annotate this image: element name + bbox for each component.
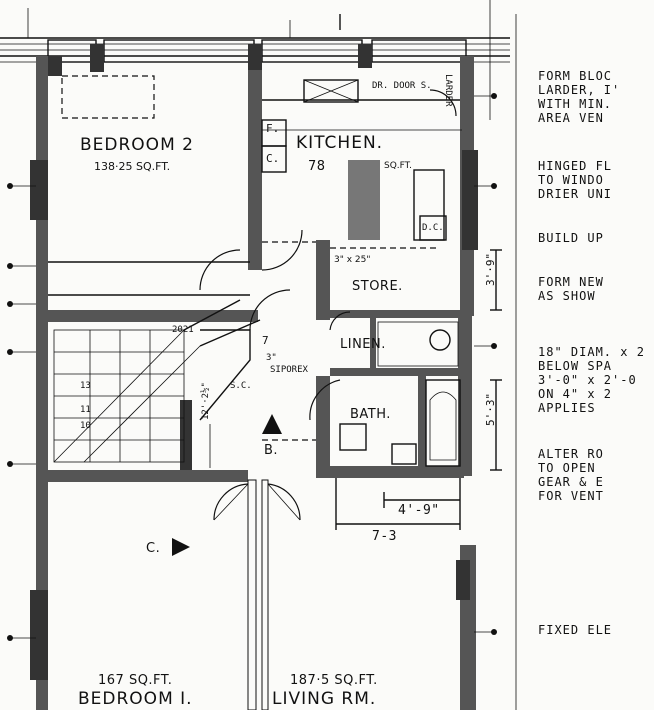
f-label: F. bbox=[266, 122, 279, 135]
step-7: 7 bbox=[262, 334, 269, 347]
step-10: 10 bbox=[80, 421, 91, 431]
step-21: 2021 bbox=[172, 325, 194, 335]
note-line: BUILD UP bbox=[538, 231, 604, 245]
section-c-label: C. bbox=[146, 541, 160, 556]
dim-3-9-label: 3'·9" bbox=[484, 253, 497, 286]
step-13: 13 bbox=[80, 381, 91, 391]
room-labels: BEDROOM 2 138·25 SQ.FT. KITCHEN. 78 SQ.F… bbox=[78, 133, 412, 709]
living-name: LIVING RM. bbox=[272, 689, 376, 709]
store-size: 3" x 25" bbox=[334, 255, 371, 265]
linen-name: LINEN. bbox=[340, 337, 386, 352]
bedroom1-name: BEDROOM I. bbox=[78, 689, 193, 709]
notes-column: FORM BLOC LARDER, I' WITH MIN. AREA VEN … bbox=[538, 69, 645, 637]
note-line: ON 4" x 2 bbox=[538, 387, 612, 401]
c-small-label: C. bbox=[266, 152, 279, 165]
note-line: WITH MIN. bbox=[538, 97, 612, 111]
sc-label: S.C. bbox=[230, 381, 252, 391]
staircase bbox=[53, 299, 261, 463]
note-line: FORM NEW bbox=[538, 275, 604, 289]
exterior-walls bbox=[30, 44, 478, 710]
note-line: 18" DIAM. x 2 bbox=[538, 345, 645, 359]
note-line: TO WINDO bbox=[538, 173, 604, 187]
note-line: GEAR & E bbox=[538, 475, 604, 489]
note-line: 3'-0" x 2'-0 bbox=[538, 373, 637, 387]
section-b-marker bbox=[262, 414, 282, 434]
store-name: STORE. bbox=[352, 279, 403, 294]
siporex-label: SIPOREX bbox=[270, 365, 309, 375]
note-line: HINGED FL bbox=[538, 159, 612, 173]
bath-name: BATH. bbox=[350, 407, 391, 422]
dim-7-3-label: 7-3 bbox=[372, 529, 397, 544]
dim-4-9-label: 4'-9" bbox=[398, 503, 440, 518]
note-line: LARDER, I' bbox=[538, 83, 620, 97]
bedroom2-name: BEDROOM 2 bbox=[80, 135, 194, 155]
kitchen-fittings bbox=[261, 79, 457, 241]
dim-5-3-label: 5'·3" bbox=[484, 393, 497, 426]
larder-label: LARDER bbox=[443, 74, 453, 107]
interior-walls bbox=[48, 70, 464, 710]
note-line: ALTER RO bbox=[538, 447, 604, 461]
note-line: AS SHOW bbox=[538, 289, 596, 303]
three-inch-label: 3" bbox=[266, 353, 277, 363]
bath-fittings bbox=[339, 321, 461, 467]
dc-label: D.C. bbox=[422, 223, 444, 233]
annotations: F. C. D.C. DR. DOOR S. LARDER SIPOREX S.… bbox=[80, 74, 497, 556]
leader-dots bbox=[7, 93, 497, 641]
kitchen-name: KITCHEN. bbox=[296, 133, 383, 153]
section-markers bbox=[172, 414, 282, 556]
step-11: 11 bbox=[80, 405, 91, 415]
bedroom2-area: 138·25 SQ.FT. bbox=[94, 160, 170, 173]
dimension-lines bbox=[209, 249, 502, 530]
living-area: 187·5 SQ.FT. bbox=[290, 673, 378, 688]
note-line: DRIER UNI bbox=[538, 187, 612, 201]
dashed-outlines bbox=[61, 75, 440, 441]
note-line: FOR VENT bbox=[538, 489, 604, 503]
dr-door-label: DR. DOOR S. bbox=[372, 81, 432, 91]
dim-12-label: 12'·2½" bbox=[200, 382, 211, 420]
note-line: BELOW SPA bbox=[538, 359, 612, 373]
note-line: FORM BLOC bbox=[538, 69, 612, 83]
section-c-marker bbox=[172, 538, 190, 556]
note-line: TO OPEN bbox=[538, 461, 596, 475]
door-swings bbox=[199, 229, 351, 521]
note-line: APPLIES bbox=[538, 401, 596, 415]
note-line: AREA VEN bbox=[538, 111, 604, 125]
section-b-label: B. bbox=[264, 443, 278, 458]
note-line: FIXED ELE bbox=[538, 623, 612, 637]
bedroom1-area: 167 SQ.FT. bbox=[98, 673, 172, 688]
kitchen-area-unit: SQ.FT. bbox=[384, 161, 412, 171]
kitchen-area: 78 bbox=[308, 159, 326, 174]
